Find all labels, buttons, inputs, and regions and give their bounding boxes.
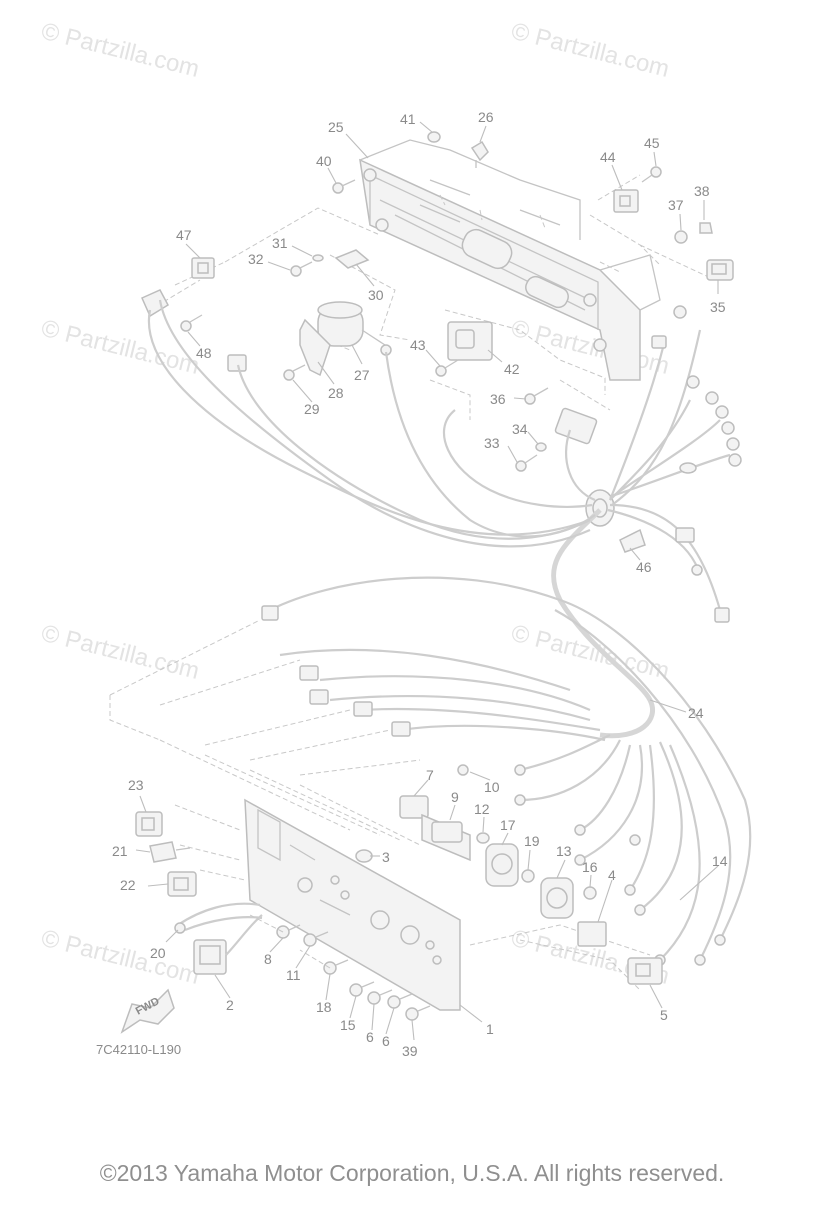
callout-36: 36	[490, 391, 506, 407]
callout-40: 40	[316, 153, 332, 169]
watermark: © Partzilla.com	[509, 18, 672, 83]
callout-42: 42	[504, 361, 520, 377]
callout-47: 47	[176, 227, 192, 243]
harness-connectors	[261, 605, 726, 966]
watermark: © Partzilla.com	[39, 18, 202, 83]
watermark: © Partzilla.com	[39, 315, 202, 380]
callout-19: 19	[524, 833, 540, 849]
callout-4: 4	[608, 867, 616, 883]
callout-20: 20	[150, 945, 166, 961]
callout-11: 11	[286, 967, 301, 983]
callout-numbers: 1 2 3 4 5 6 6 7 8 9 10 11 12 13 14 15 16…	[112, 109, 728, 1059]
callout-31: 31	[272, 235, 288, 251]
callout-13: 13	[556, 843, 572, 859]
electrical-box	[359, 139, 661, 381]
wire-harness	[147, 299, 752, 966]
callout-48: 48	[196, 345, 212, 361]
callout-35: 35	[710, 299, 726, 315]
callout-22: 22	[120, 877, 136, 893]
callout-37: 37	[668, 197, 684, 213]
callout-45: 45	[644, 135, 660, 151]
callout-26: 26	[478, 109, 494, 125]
callout-27: 27	[354, 367, 370, 383]
callout-34: 34	[512, 421, 528, 437]
callout-44: 44	[600, 149, 616, 165]
callout-3: 3	[382, 849, 390, 865]
callout-18: 18	[316, 999, 332, 1015]
callout-16: 16	[582, 859, 598, 875]
callout-43: 43	[410, 337, 426, 353]
callout-29: 29	[304, 401, 320, 417]
watermark: © Partzilla.com	[509, 620, 672, 685]
callout-8: 8	[264, 951, 272, 967]
callout-5: 5	[660, 1007, 668, 1023]
callout-33: 33	[484, 435, 500, 451]
upper-components	[141, 131, 734, 553]
callout-38: 38	[694, 183, 710, 199]
diagram-code: 7C42110-L190	[96, 1042, 181, 1057]
callout-6a: 6	[366, 1029, 374, 1045]
callout-12: 12	[474, 801, 490, 817]
callout-21: 21	[112, 843, 128, 859]
copyright-notice: ©2013 Yamaha Motor Corporation, U.S.A. A…	[99, 1160, 725, 1186]
callout-1: 1	[486, 1021, 494, 1037]
watermark: © Partzilla.com	[39, 925, 202, 990]
callout-39: 39	[402, 1043, 418, 1059]
callout-6b: 6	[382, 1033, 390, 1049]
callout-10: 10	[484, 779, 500, 795]
terminal-bundle	[651, 305, 742, 623]
callout-2: 2	[226, 997, 234, 1013]
callout-46: 46	[636, 559, 652, 575]
callout-9: 9	[451, 789, 459, 805]
callout-7: 7	[426, 767, 434, 783]
callout-25: 25	[328, 119, 344, 135]
watermark: © Partzilla.com	[39, 620, 202, 685]
watermark-group: © Partzilla.com © Partzilla.com © Partzi…	[39, 18, 672, 990]
callout-30: 30	[368, 287, 384, 303]
control-panel	[109, 619, 663, 1021]
callout-14: 14	[712, 853, 728, 869]
callout-23: 23	[128, 777, 144, 793]
callout-41: 41	[400, 111, 416, 127]
callout-17: 17	[500, 817, 516, 833]
callout-leaders	[135, 121, 719, 1041]
callout-32: 32	[248, 251, 264, 267]
callout-24: 24	[688, 705, 704, 721]
fwd-arrow: FWD	[120, 988, 175, 1034]
callout-28: 28	[328, 385, 344, 401]
callout-15: 15	[340, 1017, 356, 1033]
